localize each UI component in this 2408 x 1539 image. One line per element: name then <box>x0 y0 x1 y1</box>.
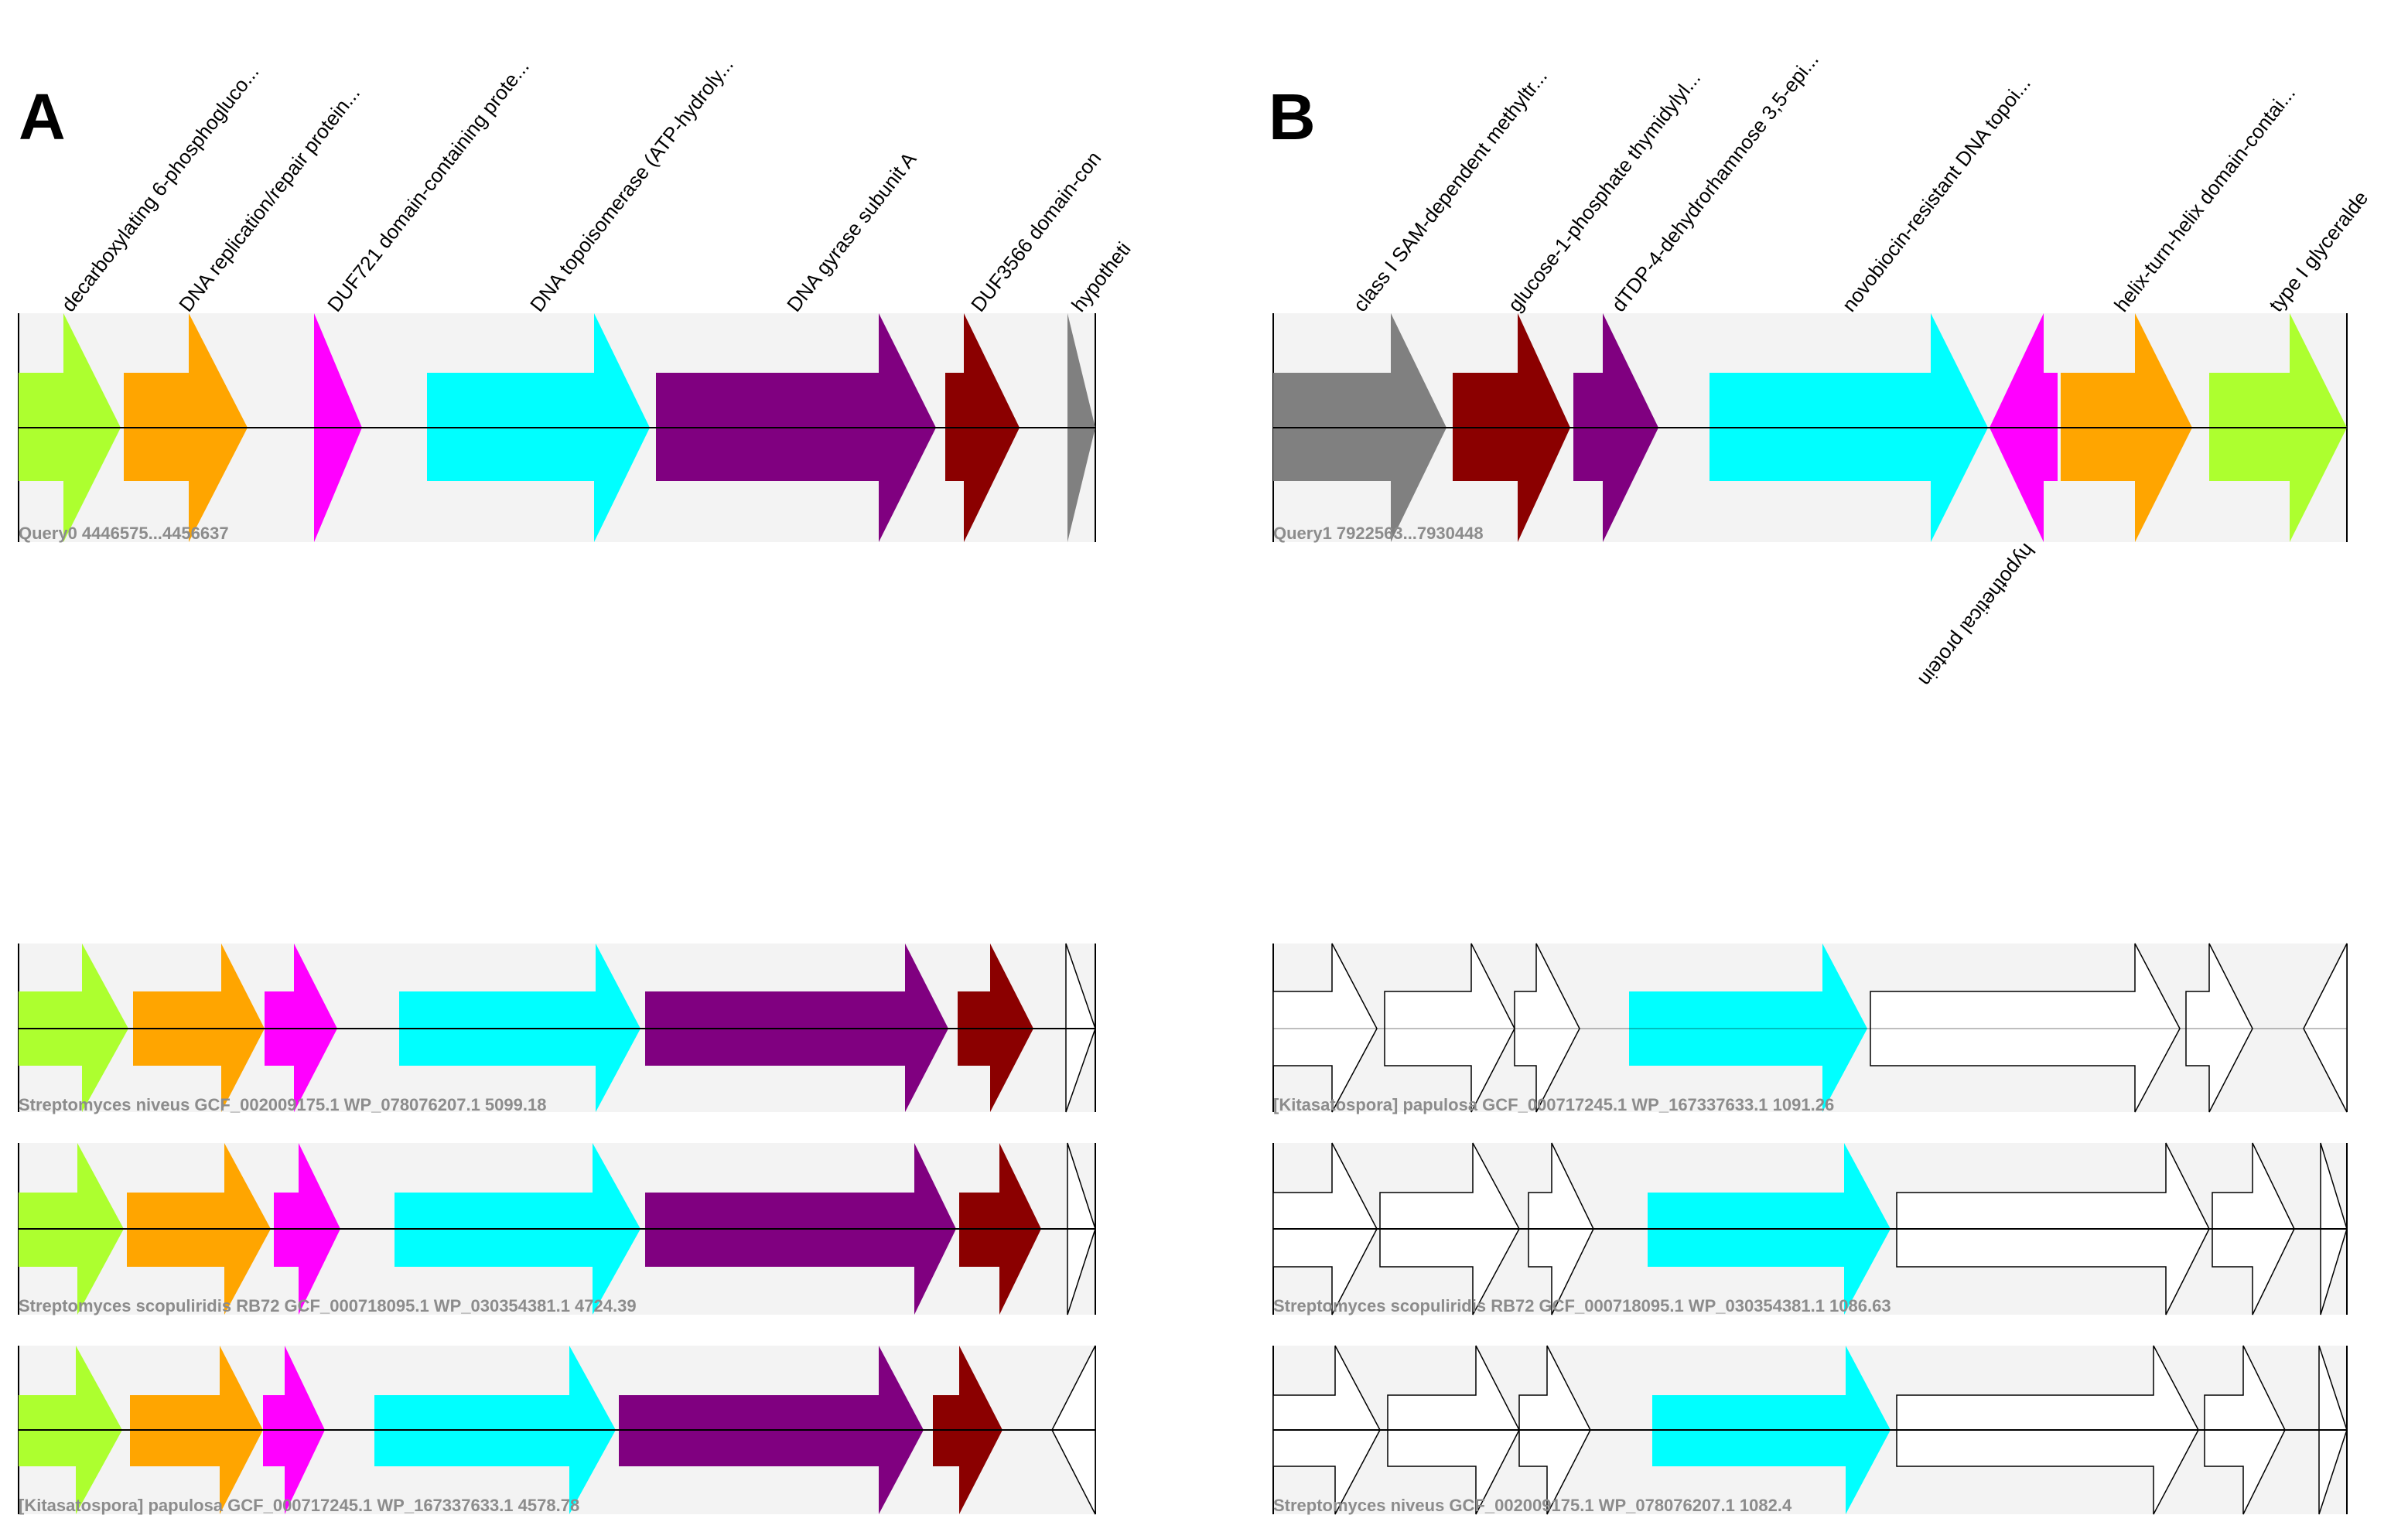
hit-label-a-2: Streptomyces scopuliridis RB72 GCF_00071… <box>19 1296 637 1315</box>
gene-arrow-cyan[interactable] <box>1629 944 1867 1112</box>
panel-a: A Query0 4446575...4456637 decarboxylati… <box>18 53 1136 1515</box>
hit-track-b-1: [Kitasatospora] papulosa GCF_000717245.1… <box>1272 943 2348 1114</box>
hit-label-b-2: Streptomyces scopuliridis RB72 GCF_00071… <box>1273 1296 1891 1315</box>
hit-track-a-1: Streptomyces niveus GCF_002009175.1 WP_0… <box>18 943 1096 1114</box>
panel-b: B Query1 7922563...7930448 class I SAM-d… <box>1269 48 2372 1515</box>
gene-label-1: decarboxylating 6-phosphogluco... <box>56 60 263 316</box>
panel-letter-a: A <box>19 80 66 153</box>
hit-label-b-1: [Kitasatospora] papulosa GCF_000717245.1… <box>1273 1095 1834 1114</box>
query-track-b: Query1 7922563...7930448 class I SAM-dep… <box>1272 48 2372 691</box>
query-label-a: Query0 4446575...4456637 <box>19 524 229 543</box>
gene-label-7: hypotheti <box>1067 237 1136 316</box>
gene-label-3: dTDP-4-dehydrorhamnose 3,5-epi... <box>1607 48 1823 316</box>
gene-label-4: DNA topoisomerase (ATP-hydroly... <box>525 53 738 316</box>
gene-arrow-unmatched[interactable] <box>2303 943 2348 1113</box>
gene-label-7: type I glyceralde <box>2264 186 2372 316</box>
gene-label-5: hypothetical protein <box>1914 539 2039 691</box>
gene-label-4: novobiocin-resistant DNA topoi... <box>1837 72 2035 316</box>
gene-arrow-unmatched[interactable] <box>1384 943 1515 1113</box>
gene-arrow-unmatched[interactable] <box>1870 943 2181 1113</box>
gene-arrow-unmatched[interactable] <box>2185 943 2253 1113</box>
hit-track-b-3: Streptomyces niveus GCF_002009175.1 WP_0… <box>1272 1345 2348 1515</box>
gene-arrow-unmatched[interactable] <box>1514 943 1580 1113</box>
query-track-a: Query0 4446575...4456637 decarboxylating… <box>18 53 1136 543</box>
hit-label-a-3: [Kitasatospora] papulosa GCF_000717245.1… <box>19 1496 579 1515</box>
hit-label-b-3: Streptomyces niveus GCF_002009175.1 WP_0… <box>1273 1496 1792 1515</box>
gene-arrow-unmatched[interactable] <box>1272 943 1378 1113</box>
query-label-b: Query1 7922563...7930448 <box>1273 524 1484 543</box>
panel-letter-b: B <box>1269 80 1316 153</box>
hit-track-b-2: Streptomyces scopuliridis RB72 GCF_00071… <box>1272 1142 2348 1315</box>
hit-label-a-1: Streptomyces niveus GCF_002009175.1 WP_0… <box>19 1095 546 1114</box>
gene-label-6: helix-turn-helix domain-contai... <box>2109 82 2300 316</box>
gene-label-5: DNA gyrase subunit A <box>782 147 921 316</box>
gene-label-2: glucose-1-phosphate thymidylyl... <box>1503 67 1705 316</box>
hit-track-a-3: [Kitasatospora] papulosa GCF_000717245.1… <box>18 1345 1096 1515</box>
hit-track-a-2: Streptomyces scopuliridis RB72 GCF_00071… <box>18 1142 1096 1315</box>
